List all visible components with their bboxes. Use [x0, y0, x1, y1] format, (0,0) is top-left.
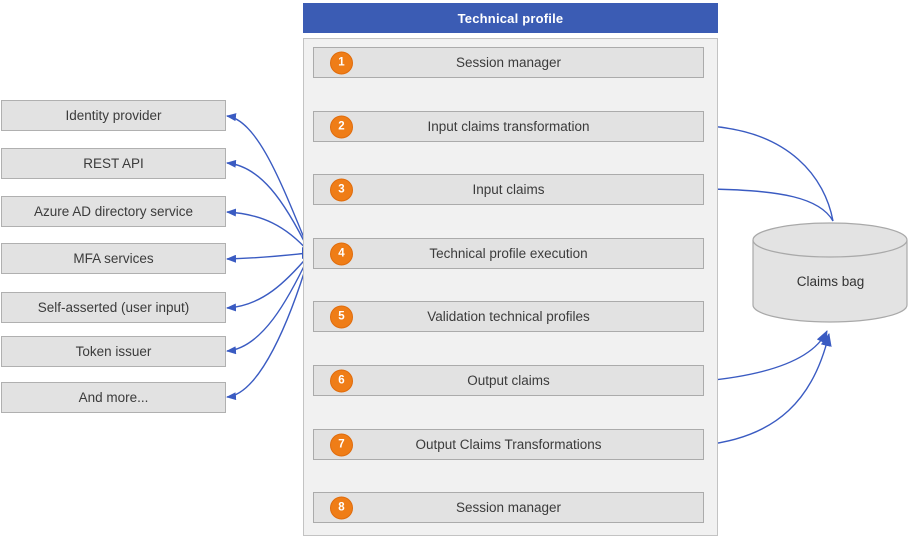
technical-profile-title: Technical profile: [457, 10, 564, 26]
source-label: Self-asserted (user input): [37, 300, 190, 315]
step-number-badge: 6: [330, 369, 353, 392]
step-box-1-session-manager: 1 Session manager: [313, 47, 704, 78]
step-box-2-input-claims-transformation: 2 Input claims transformation: [313, 111, 704, 142]
step-label: Output Claims Transformations: [415, 437, 602, 452]
step-label: Session manager: [455, 55, 562, 70]
arrow-step6-to-claims-bag: [703, 330, 828, 382]
step-number-badge: 7: [330, 433, 353, 456]
source-connectors: [226, 113, 314, 401]
technical-profile-header: Technical profile: [303, 3, 718, 33]
arrow-rest-api-to-step4: [226, 159, 310, 252]
source-label: Azure AD directory service: [33, 204, 194, 219]
step-label: Input claims transformation: [427, 119, 590, 134]
arrow-step7-to-claims-bag: [703, 333, 832, 446]
source-box-azure-ad-directory-service: Azure AD directory service: [1, 196, 226, 227]
source-box-and-more: And more...: [1, 382, 226, 413]
source-box-token-issuer: Token issuer: [1, 336, 226, 367]
source-label: MFA services: [73, 251, 154, 266]
arrow-claims-bag-to-step3: [706, 185, 834, 222]
arrow-azure-ad-to-step4: [226, 208, 310, 253]
step-box-3-input-claims: 3 Input claims: [313, 174, 704, 205]
step-label: Input claims: [472, 182, 545, 197]
step-box-4-technical-profile-execution: 4 Technical profile execution: [313, 238, 704, 269]
source-label: And more...: [78, 390, 149, 405]
step-box-7-output-claims-transformations: 7 Output Claims Transformations: [313, 429, 704, 460]
arrow-identity-provider-to-step4: [226, 113, 310, 251]
arrow-mfa-to-step4: [226, 252, 310, 263]
step-label: Output claims: [467, 373, 550, 388]
source-box-self-asserted: Self-asserted (user input): [1, 292, 226, 323]
step-number-badge: 4: [330, 242, 353, 265]
source-label: Identity provider: [65, 108, 162, 123]
arrow-claims-bag-to-step2: [706, 122, 834, 222]
step-label: Session manager: [455, 500, 562, 515]
claims-bag-label: Claims bag: [796, 273, 865, 289]
step-number-badge: 1: [330, 51, 353, 74]
source-box-rest-api: REST API: [1, 148, 226, 179]
step-label: Validation technical profiles: [427, 309, 590, 324]
source-box-identity-provider: Identity provider: [1, 100, 226, 131]
source-label: REST API: [83, 156, 144, 171]
step-number-badge: 5: [330, 305, 353, 328]
source-label: Token issuer: [75, 344, 152, 359]
step-box-5-validation-technical-profiles: 5 Validation technical profiles: [313, 301, 704, 332]
step-label: Technical profile execution: [429, 246, 588, 261]
arrow-self-asserted-to-step4: [226, 254, 310, 312]
arrow-and-more-to-step4: [226, 256, 310, 401]
step-box-8-session-manager: 8 Session manager: [313, 492, 704, 523]
step-box-6-output-claims: 6 Output claims: [313, 365, 704, 396]
step-number-badge: 3: [330, 178, 353, 201]
arrow-token-issuer-to-step4: [226, 255, 310, 355]
source-box-mfa-services: MFA services: [1, 243, 226, 274]
step-number-badge: 2: [330, 115, 353, 138]
step-number-badge: 8: [330, 496, 353, 519]
